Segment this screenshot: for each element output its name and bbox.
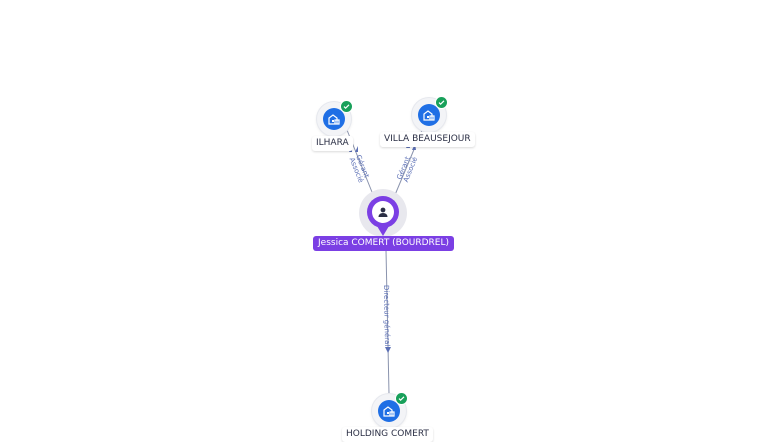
verified-check-icon <box>395 392 408 405</box>
verified-check-icon <box>435 96 448 109</box>
person-node[interactable] <box>367 196 399 236</box>
company-node-villa-beausejour[interactable] <box>412 96 448 132</box>
person-label[interactable]: Jessica COMERT (BOURDREL) <box>313 236 455 251</box>
edge-label-holding-directeur: Directeur général <box>382 285 391 347</box>
company-label-holding-comert[interactable]: HOLDING COMERT <box>342 427 433 442</box>
building-icon <box>378 400 400 422</box>
company-node-ilhara[interactable] <box>317 100 353 136</box>
verified-check-icon <box>340 100 353 113</box>
company-label-villa-beausejour[interactable]: VILLA BEAUSEJOUR <box>380 132 475 147</box>
arrow-holding <box>385 347 391 353</box>
relationship-graph: Gérant Associé Gérant Associé Directeur … <box>346 127 424 395</box>
company-node-holding-comert[interactable] <box>372 392 408 428</box>
user-icon <box>372 201 394 223</box>
building-icon <box>418 104 440 126</box>
arrow-ilhara-2 <box>355 146 358 152</box>
edge-holding <box>385 249 390 395</box>
company-label-ilhara[interactable]: ILHARA <box>312 136 353 151</box>
building-icon <box>323 108 345 130</box>
